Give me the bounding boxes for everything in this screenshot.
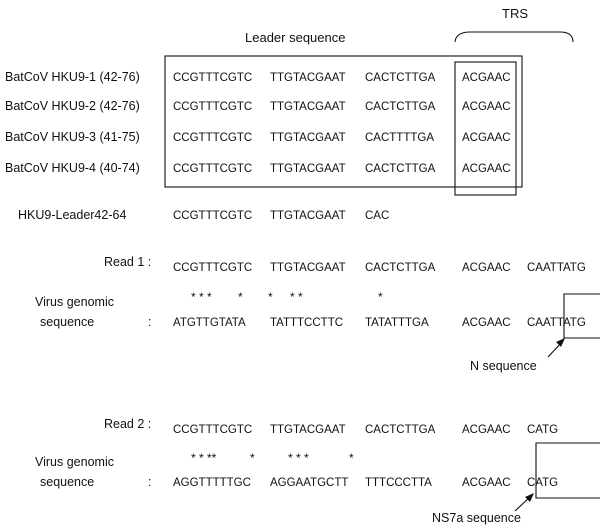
mismatch-marks: * * * (288, 451, 309, 465)
alignment-row: BatCoV HKU9-4 (40-74) CCGTTTCGTC TTGTACG… (5, 161, 511, 175)
sequence-segment: CCGTTTCGTC (173, 210, 252, 222)
row-label: BatCoV HKU9-4 (40-74) (5, 161, 140, 175)
sequence-segment: CCGTTTCGTC (173, 262, 252, 274)
colon: : (148, 475, 151, 489)
sequence-segment: CACTTTTGA (365, 132, 434, 144)
mismatch-marks: * (268, 290, 273, 304)
genomic-label: sequence (40, 315, 94, 329)
mismatch-marks: * * * (191, 290, 212, 304)
row-label: BatCoV HKU9-1 (42-76) (5, 70, 140, 84)
read-label: Read 2 : (104, 417, 151, 431)
trs-title: TRS (502, 6, 528, 21)
mismatch-marks: * * ** (191, 451, 217, 465)
callout-label: NS7a sequence (432, 511, 521, 525)
mismatch-marks: * (349, 451, 354, 465)
mismatch-marks: * (378, 290, 383, 304)
trs-bracket (454, 31, 574, 43)
sequence-segment: CCGTTTCGTC (173, 132, 252, 144)
sequence-segment: TTGTACGAAT (270, 210, 346, 222)
sequence-segment: TTGTACGAAT (270, 262, 346, 274)
sequence-segment: ATGTTGTATA (173, 317, 246, 329)
leader-box (164, 55, 523, 188)
n-sequence-bracket (563, 293, 600, 339)
alignment-row: BatCoV HKU9-2 (42-76) CCGTTTCGTC TTGTACG… (5, 99, 511, 113)
ns7a-sequence-bracket (535, 442, 600, 499)
sequence-segment: CCGTTTCGTC (173, 101, 252, 113)
sequence-segment: AGGTTTTTGC (173, 477, 251, 489)
sequence-segment: CCGTTTCGTC (173, 163, 252, 175)
tail-segment: CATG (527, 424, 558, 436)
arrowhead (525, 493, 534, 502)
genomic-label: Virus genomic (35, 455, 114, 469)
leader-probe-row: HKU9-Leader42-64 CCGTTTCGTC TTGTACGAAT C… (18, 208, 389, 222)
tail-segment: CAATTATG (527, 317, 586, 329)
sequence-segment: CACTCTTGA (365, 262, 436, 274)
trs-segment: ACGAAC (462, 477, 511, 489)
sequence-segment: CCGTTTCGTC (173, 424, 252, 436)
sequence-segment: CACTCTTGA (365, 72, 436, 84)
row-label: BatCoV HKU9-3 (41-75) (5, 130, 140, 144)
trs-segment: ACGAAC (462, 72, 511, 84)
colon: : (148, 315, 151, 329)
read-label: Read 1 : (104, 255, 151, 269)
trs-box (454, 61, 517, 196)
sequence-segment: TATATTTGA (365, 317, 429, 329)
tail-segment: CAATTATG (527, 262, 586, 274)
sequence-segment: CACTCTTGA (365, 101, 436, 113)
sequence-segment: CAC (365, 210, 389, 222)
trs-segment: ACGAAC (462, 424, 511, 436)
callout-label: N sequence (470, 359, 537, 373)
sequence-segment: TATTTCCTTC (270, 317, 343, 329)
sequence-segment: TTGTACGAAT (270, 72, 346, 84)
sequence-segment: TTGTACGAAT (270, 424, 346, 436)
trs-segment: ACGAAC (462, 163, 511, 175)
row-label: BatCoV HKU9-2 (42-76) (5, 99, 140, 113)
mismatch-marks: * (250, 451, 255, 465)
sequence-segment: CCGTTTCGTC (173, 72, 252, 84)
alignment-row: BatCoV HKU9-1 (42-76) CCGTTTCGTC TTGTACG… (5, 70, 511, 84)
sequence-segment: CACTCTTGA (365, 163, 436, 175)
row-label: HKU9-Leader42-64 (18, 208, 126, 222)
genomic-label: sequence (40, 475, 94, 489)
arrowhead (556, 338, 565, 347)
trs-segment: ACGAAC (462, 317, 511, 329)
read1-block: Read 1 : CCGTTTCGTC TTGTACGAAT CACTCTTGA… (35, 255, 600, 373)
sequence-segment: TTGTACGAAT (270, 132, 346, 144)
sequence-segment: TTGTACGAAT (270, 163, 346, 175)
sequence-segment: AGGAATGCTT (270, 477, 348, 489)
sequence-segment: TTGTACGAAT (270, 101, 346, 113)
mismatch-marks: * * (290, 290, 303, 304)
genomic-label: Virus genomic (35, 295, 114, 309)
sequence-segment: CACTCTTGA (365, 424, 436, 436)
tail-segment: CATG (527, 477, 558, 489)
sequence-segment: TTTCCCTTA (365, 477, 432, 489)
trs-segment: ACGAAC (462, 262, 511, 274)
mismatch-marks: * (238, 290, 243, 304)
trs-segment: ACGAAC (462, 132, 511, 144)
read2-block: Read 2 : CCGTTTCGTC TTGTACGAAT CACTCTTGA… (35, 417, 600, 525)
trs-segment: ACGAAC (462, 101, 511, 113)
leader-sequence-title: Leader sequence (245, 30, 345, 45)
alignment-row: BatCoV HKU9-3 (41-75) CCGTTTCGTC TTGTACG… (5, 130, 511, 144)
